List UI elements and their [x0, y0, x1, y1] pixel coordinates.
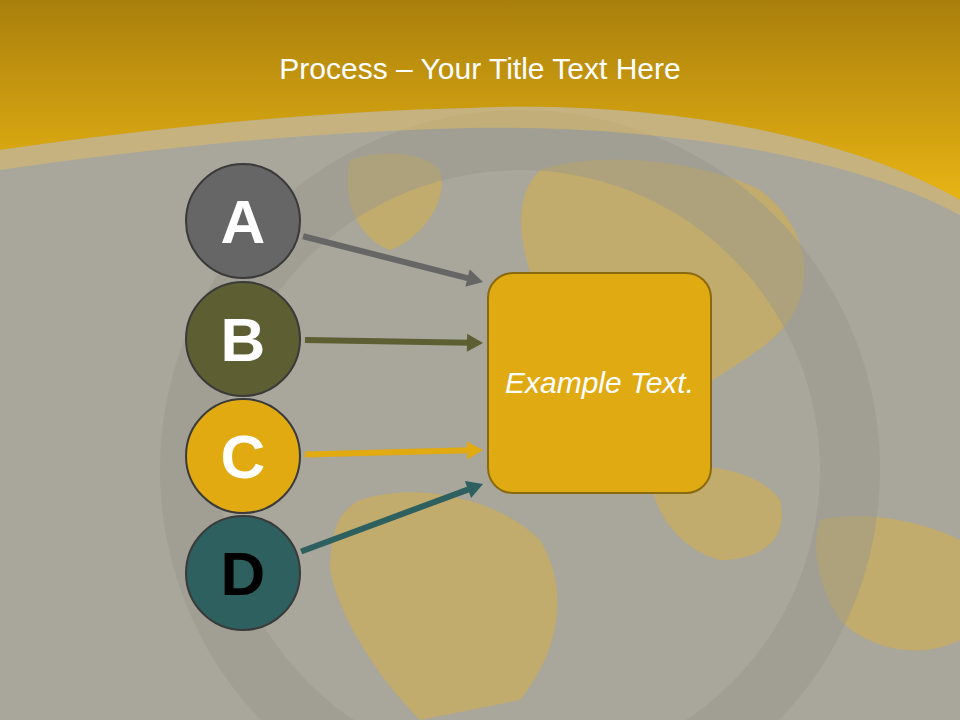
circle-letter: B	[221, 304, 266, 375]
letter-circle: C	[185, 398, 301, 514]
process-box: Example Text.	[487, 272, 712, 494]
circle-letter: D	[221, 538, 266, 609]
arrow-connector	[303, 236, 483, 287]
letter-circle: A	[185, 163, 301, 279]
arrow-connector	[305, 334, 483, 352]
circle-letter: A	[221, 186, 266, 257]
arrow-connector	[301, 481, 483, 551]
circle-letter: C	[221, 421, 266, 492]
arrow-connector	[305, 441, 483, 459]
box-text: Example Text.	[505, 361, 694, 405]
letter-circle: B	[185, 281, 301, 397]
letter-circle: D	[185, 515, 301, 631]
slide-title: Process – Your Title Text Here	[0, 52, 960, 86]
